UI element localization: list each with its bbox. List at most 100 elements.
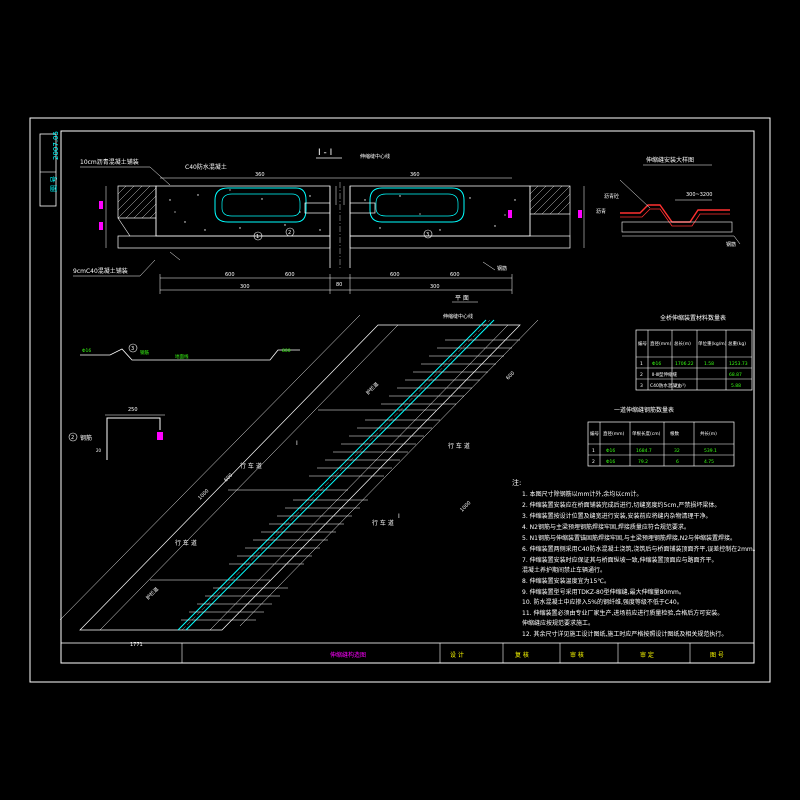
label-c40-base: 9cmC40混凝土铺装 [73, 267, 128, 275]
note-6: 6. 伸缩装置两侧采用C40防水混凝土浇筑,浇筑后与桥面铺装顶面齐平,误差控制在… [522, 546, 759, 553]
t2-h2: 单根长度(cm) [632, 430, 661, 437]
dim-b5: 600 [450, 272, 460, 278]
install-detail: 伸缩缝安装大样图 沥青砼 300~3200 钢筋 [604, 156, 741, 248]
t2-r1c2: 79.2 [638, 459, 648, 465]
plan-dim-left-1: 1000 [197, 488, 210, 501]
t1-r1c1: Ⅱ-Ⅲ型伸缩缝 [652, 371, 677, 378]
plan-dim-right-2: 600 [505, 370, 516, 381]
bar-label: 钢筋 [80, 434, 92, 442]
t2-h1: 直径(mm) [603, 430, 625, 437]
plan-dim-right-1: 1000 [459, 500, 472, 513]
note-8: 8. 伸缩装置安装温度宜为15℃。 [522, 578, 611, 585]
label-c40: C40防水混凝土 [185, 163, 227, 171]
outer-frame [29, 117, 771, 683]
bar-circle: 2 [71, 435, 74, 441]
anchor-label-2: 钢筋 [140, 349, 149, 356]
note-9: 9. 伸缩装置型号采用TDKZ-80型伸缩缝,最大伸缩量80mm。 [522, 589, 685, 596]
t2-h0: 编号 [590, 430, 599, 437]
note-1: 1. 本图尺寸除钢筋以mm计外,余均以cm计。 [522, 491, 643, 498]
section-mark-bottom: I [398, 513, 400, 520]
anchor-label-1: Φ16 [82, 348, 91, 354]
tb-cell-5: 图 号 [710, 652, 724, 659]
t1-r2c1: C40防水混凝土 [650, 382, 682, 389]
note-5: 5. N1钢筋与伸缩装置锚固筋焊接牢固,与主梁预埋钢筋焊接,N2与伸缩装置焊接。 [522, 535, 737, 542]
notes-heading: 注: [512, 479, 522, 487]
side-tab: 2007.05 图 号 [39, 131, 60, 207]
t2-r1c0: 2 [592, 459, 595, 465]
anchor-circle: 3 [131, 346, 134, 352]
t1-r0c1: Φ16 [652, 361, 661, 367]
t2-r0c0: 1 [592, 448, 595, 454]
table-material-quantities: 全桥伸缩装置材料数量表 编号 直径(mm) 总长(m) 单位重(kg/m) 总重… [635, 314, 753, 391]
label-centerline: 伸缩缝中心线 [360, 153, 390, 160]
t2-r1c3: 6 [676, 459, 679, 465]
t2-r0c4: 539.1 [704, 448, 717, 454]
dim-b7: 300 [430, 284, 440, 290]
dim-b6: 300 [240, 284, 250, 290]
edge-label-2: 护栏道 [144, 586, 160, 602]
tb-cell-4: 审 定 [640, 651, 654, 659]
t2-r0c3: 32 [674, 448, 680, 454]
detail-label-2: 300~3200 [686, 192, 712, 198]
note-10: 10. 防水混凝土中应掺入5%的钢纤维,强度等级不低于C40。 [522, 599, 683, 606]
note-11: 11. 伸缩装置必须由专业厂家生产,进场前应进行质量检验,合格后方可安装。 [522, 610, 724, 617]
t2-r1c1: Φ16 [606, 459, 615, 465]
title-block: 伸缩缝构造图 设 计 复 核 审 核 审 定 图 号 [60, 642, 755, 664]
note-right-top: 沥青 [596, 208, 606, 215]
dim-b4: 600 [390, 272, 400, 278]
note-right-bottom: 钢筋 [497, 265, 507, 272]
note-7: 7. 伸缩装置安装时应保证其与桥面纵坡一致,伸缩装置顶面应与路面齐平。 [522, 557, 718, 564]
t1-r0c2: 1706.22 [675, 361, 694, 367]
t1-h1: 直径(mm) [650, 340, 672, 347]
t1-r2c2: (m³) [676, 383, 686, 389]
plan-view: 平 面 伸缩缝中心线 [59, 295, 539, 648]
dim-b2: 600 [285, 272, 295, 278]
t1-r1c0: 2 [640, 372, 643, 378]
t1-r1c4: 68.87 [729, 372, 742, 378]
t1-r0c0: 1 [640, 361, 643, 367]
t2-r0c2: 1684.7 [636, 448, 652, 454]
section-view: I - I 10cm沥青混凝土铺装 C40防水混凝土 伸缩缝中心线 360 36… [73, 148, 606, 294]
label-asphalt: 10cm沥青混凝土铺装 [80, 158, 139, 166]
t2-r0c1: Φ16 [606, 448, 615, 454]
table1-title: 全桥伸缩装置材料数量表 [660, 314, 726, 322]
t1-r2c4: 5.88 [731, 383, 741, 389]
t2-r1c4: 4.75 [704, 459, 714, 465]
bar-dim-left: 20 [96, 448, 102, 453]
note-2: 2. 伸缩装置安装应在桥面铺装完成后进行,切缝宽度约5cm,严禁损坏梁体。 [522, 502, 721, 509]
t1-r2c0: 3 [640, 383, 643, 389]
inner-frame [60, 130, 755, 664]
dim-b3: 80 [336, 282, 342, 288]
t2-h3: 根数 [670, 430, 679, 437]
t1-h0: 编号 [638, 340, 647, 347]
plan-crossbars [181, 339, 520, 621]
t2-h4: 共长(m) [700, 430, 717, 437]
detail-label-1: 沥青砼 [604, 193, 619, 200]
callout-1: 1 [256, 234, 259, 240]
dim-top-left: 360 [255, 172, 265, 178]
dim-b1: 600 [225, 272, 235, 278]
dim-top-right: 360 [410, 172, 420, 178]
plan-dim-bottom: 1771 [130, 642, 143, 648]
tb-cell-2: 复 核 [515, 651, 529, 659]
tb-cell-1: 设 计 [450, 651, 464, 659]
detail-label-3: 钢筋 [726, 241, 736, 248]
tb-cell-3: 审 核 [570, 651, 584, 659]
bar-dim: 250 [128, 407, 138, 413]
lane-label-2: 行 车 道 [240, 462, 262, 470]
plan-dim-left-2: 600 [223, 472, 234, 483]
lane-label-4: 行 车 道 [175, 539, 197, 547]
side-tab-year: 2007.05 [52, 131, 60, 160]
table-rebar-quantities: 一道伸缩缝钢筋数量表 编号 直径(mm) 单根长度(cm) 根数 共长(m) 1… [587, 406, 735, 467]
callout-3: 3 [426, 232, 429, 238]
plan-centerline-label: 伸缩缝中心线 [443, 313, 473, 320]
side-tab-sheet: 图 号 [50, 176, 58, 192]
t1-r0c4: 1253.73 [729, 361, 748, 367]
table2-title: 一道伸缩缝钢筋数量表 [614, 406, 674, 414]
section-mark-top: I [296, 440, 298, 447]
detail-title: 伸缩缝安装大样图 [646, 156, 694, 164]
section-title: I - I [318, 148, 332, 158]
edge-label-1: 护栏道 [364, 381, 380, 397]
t1-h4: 总重(kg) [728, 340, 746, 347]
